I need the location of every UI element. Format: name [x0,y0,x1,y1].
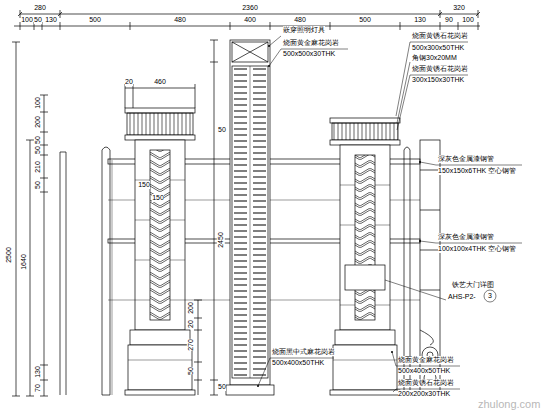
callout-note: AHS-P2- [448,293,476,301]
dimension-text: 130 [34,366,42,378]
dimension-text: 460 [154,78,166,86]
callout-note: 烧面黑中式麻花岗岩 [272,348,335,356]
dimension-text: 480 [294,16,306,24]
dimension-text: 50 [218,126,226,134]
callout-note: 烧面黄金麻花岗岩 [398,356,454,364]
callout-note: 深灰色金属漆钢管 [438,233,494,241]
dimension-text: 130 [45,16,57,24]
callout-note: 300x150x30THK [412,76,464,84]
dimension-text: 2500 [5,247,13,263]
dimension-text: 1640 [20,254,28,270]
dimension-text: 50 [218,383,226,391]
dimension-text: 50 [34,16,42,24]
callout-note: 嵌穿照明灯具 [283,26,325,34]
callout-note: 烧面黄锈石花岗岩 [398,379,454,387]
dimension-text: 500 [89,16,101,24]
callout-note: 烧面黄锈石花岗岩 [412,65,468,73]
dimension-text: 90 [445,16,453,24]
callout-note: 150x150x6THK 空心钢管 [438,167,516,175]
dimension-text: 50 [34,136,42,144]
callout-note: 角钢30x20MM [412,54,457,62]
callout-note: 铁艺大门详图 [452,281,494,289]
callout-note: 500x400x50THK [398,367,450,375]
dimension-text: 20 [187,320,195,328]
dimension-text: 500 [359,16,371,24]
dimension-text: 200 [187,302,195,314]
dimension-text: 200 [34,116,42,128]
dimension-text: 50 [187,367,195,375]
callout-note: 烧面黄锈石花岗岩 [412,32,468,40]
dimension-text: 150 [138,181,150,189]
dimension-text: 100 [21,16,33,24]
dimension-text: 2360 [242,4,258,12]
dimension-text: 50 [34,146,42,154]
dimension-text: 150 [152,194,164,202]
dimension-text: 70 [34,384,42,392]
dimension-text: 400 [244,16,256,24]
dimension-text: 100 [34,97,42,109]
callout-note: 200x200x30THK [398,390,450,398]
dimension-text: 320 [453,4,465,12]
dimension-text: 210 [34,161,42,173]
callout-note: 3 [488,292,492,300]
callout-note: 500x400x50THK [272,359,324,367]
dimension-text: 280 [34,4,46,12]
watermark: zhulong.com [478,398,540,410]
dimension-text: 2450 [217,232,225,248]
callout-note: 500x500x30THK [283,50,335,58]
callout-note: 烧面黄金麻花岗岩 [283,39,339,47]
callout-note: 500x300x50THK [412,44,464,52]
dimension-text: 480 [174,16,186,24]
dimension-text: 20 [125,78,133,86]
dimension-text: 100 [462,16,474,24]
dimension-text: 130 [414,16,426,24]
callout-note: 深灰色金属漆钢管 [438,155,494,163]
dimension-text: 270 [187,339,195,351]
callout-note: 100x100x4THK 空心钢管 [438,245,516,253]
dimension-text: 50 [34,181,42,189]
